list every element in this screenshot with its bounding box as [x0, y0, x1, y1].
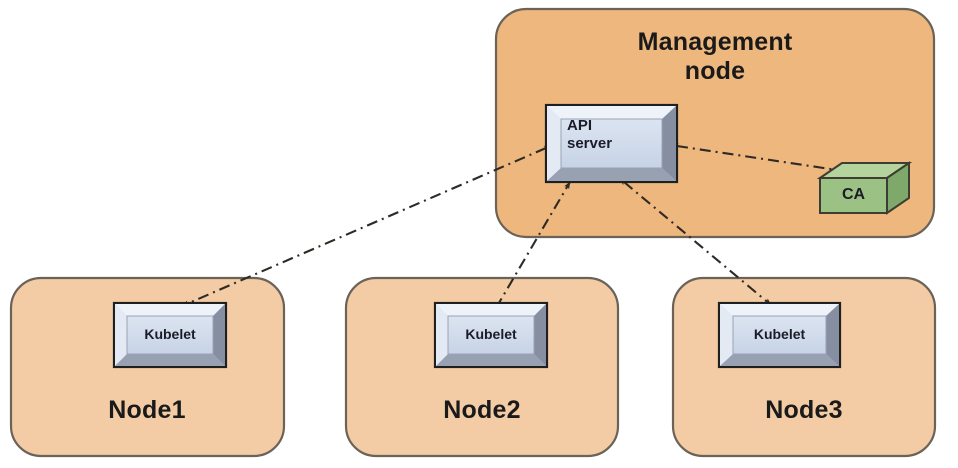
- kubelet-node1-box[interactable]: [112, 301, 228, 369]
- conn-api-to-kubelet1: [181, 145, 552, 307]
- kubelet-node1-bevel-top: [115, 304, 225, 316]
- ca-front-face: [819, 177, 888, 214]
- kubelet-node2-bevel-right: [534, 304, 546, 366]
- kubelet-node1-face: [126, 315, 214, 355]
- kubelet-node2-bevel-bottom: [436, 354, 546, 366]
- kubelet-node3-face: [732, 315, 827, 355]
- api-server-bevel-top: [547, 106, 676, 119]
- api-server-box[interactable]: [544, 103, 679, 184]
- conn-kubelet2-to-api: [495, 181, 571, 309]
- conn-api-to-kubelet3: [619, 178, 772, 306]
- kubelet-node2-face: [447, 315, 535, 355]
- kubelet-node3-box[interactable]: [717, 301, 842, 369]
- connections-layer: Node1 kubelet --> API server (left-botto…: [181, 143, 858, 309]
- kubelet-node3-bevel-right: [826, 304, 839, 366]
- kubelet-node3-bevel-left: [720, 304, 733, 366]
- kubelet-node3-bevel-bottom: [720, 354, 839, 366]
- api-server-bevel-bottom: [547, 168, 676, 181]
- kubelet-node2-bevel-top: [436, 304, 546, 316]
- kubelet-node2-box[interactable]: [433, 301, 549, 369]
- conn-api-to-ca: [671, 143, 858, 175]
- kubelet-node2-bevel-left: [436, 304, 448, 366]
- api-server-face: [560, 118, 663, 169]
- api-server-bevel-left: [547, 106, 561, 181]
- kubelet-node1-bevel-left: [115, 304, 127, 366]
- ca-box[interactable]: [816, 161, 913, 215]
- kubelet-node3-bevel-top: [720, 304, 839, 316]
- api-server-bevel-right: [662, 106, 676, 181]
- kubelet-node1-bevel-right: [213, 304, 225, 366]
- kubelet-node1-bevel-bottom: [115, 354, 225, 366]
